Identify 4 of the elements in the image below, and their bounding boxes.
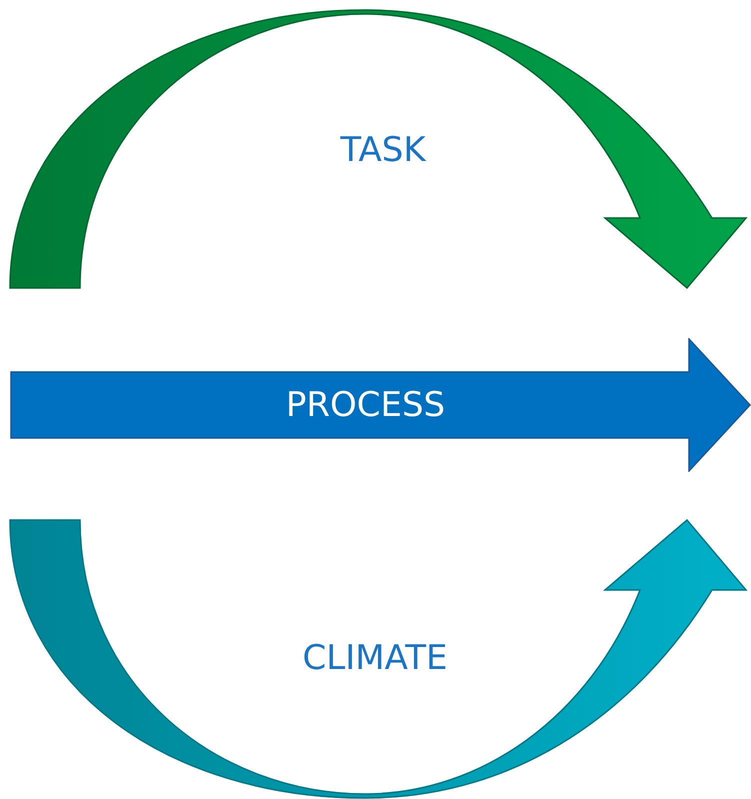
process-arrow [10,338,751,472]
cycle-label: TASK [340,130,426,170]
arrow-label: PROCESS [286,385,446,425]
cycle-label: CLIMATE [302,638,448,678]
